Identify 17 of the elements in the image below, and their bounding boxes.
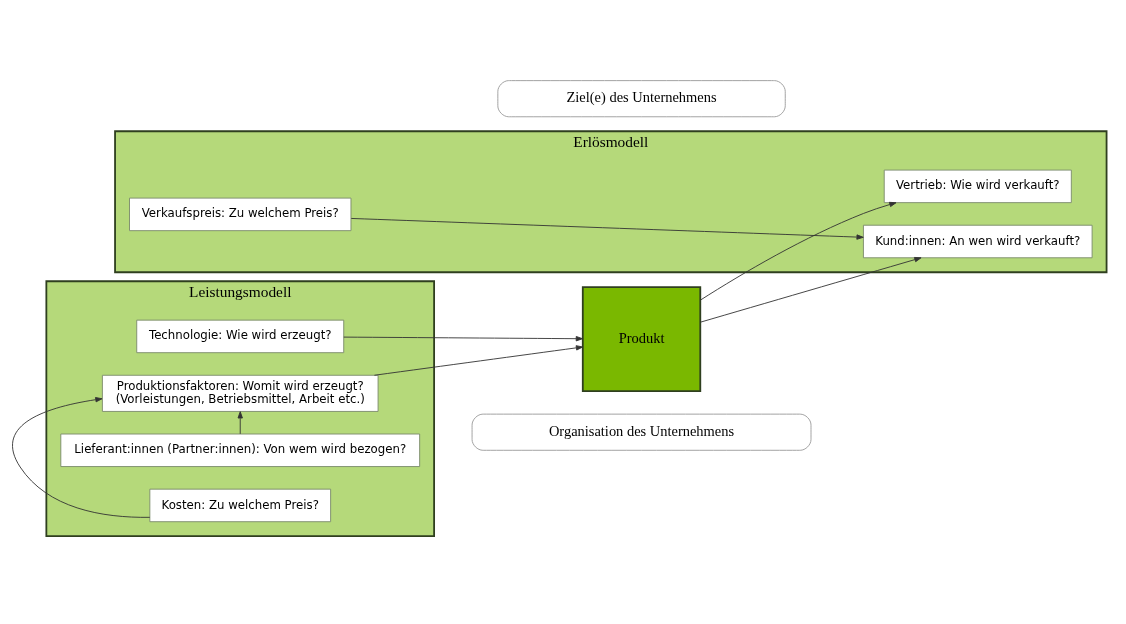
arrow <box>374 345 584 376</box>
node-box: Kosten: Zu welchem Preis? <box>149 488 332 523</box>
node-box: Produkt <box>581 286 702 392</box>
arrow <box>12 397 151 518</box>
node-box: Ziel(e) des Unternehmens <box>497 80 786 118</box>
arrow <box>699 201 897 301</box>
node-box: Organisation des Unternehmens <box>471 413 812 451</box>
arrow <box>343 336 583 342</box>
node-box: Produktionsfaktoren: Womit wird erzeugt? (Vorleistungen, Betriebsmittel, Arbeit etc.) <box>101 374 379 412</box>
node-box: Kund:innen: An wen wird verkauft? <box>862 224 1093 259</box>
arrow <box>699 257 922 323</box>
node-box: Verkaufspreis: Zu welchem Preis? <box>129 197 352 232</box>
arrow <box>237 411 243 435</box>
arrow <box>350 218 864 240</box>
node-box: Technologie: Wie wird erzeugt? <box>136 319 345 354</box>
node-box: Lieferant:innen (Partner:innen): Von wem wird bezogen? <box>60 433 421 467</box>
node-box: Vertrieb: Wie wird verkauft? <box>883 169 1072 204</box>
